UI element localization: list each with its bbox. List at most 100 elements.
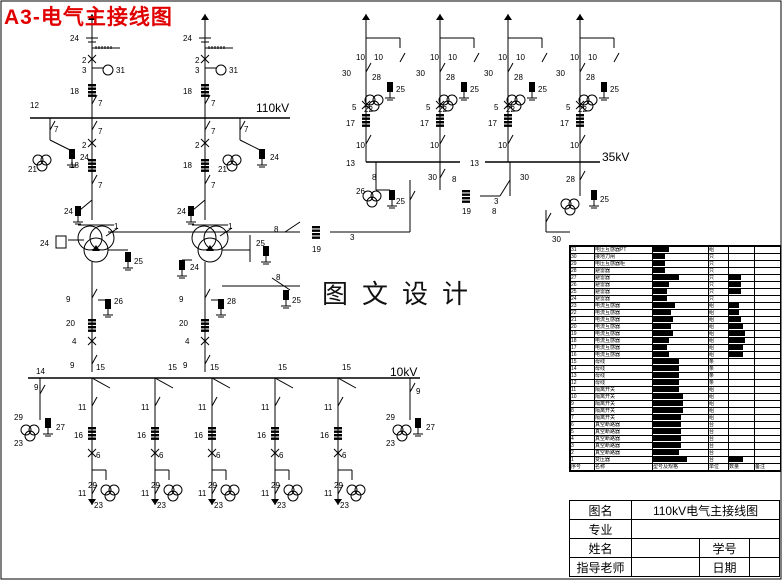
ref-number: 7 — [211, 127, 216, 136]
bom-name: 母线 — [594, 358, 653, 366]
ct-coil — [208, 437, 216, 440]
ref-number: 24 — [190, 263, 199, 272]
ref-number: 23 — [94, 501, 103, 510]
ref-number: 28 — [514, 73, 523, 82]
model-redacted — [653, 303, 675, 309]
model-redacted — [653, 408, 683, 414]
ref-number: 8 — [274, 225, 279, 234]
ct-coil — [201, 169, 209, 172]
bom-model — [652, 295, 709, 303]
ref-number: 24 — [270, 153, 279, 162]
pt-icon — [586, 94, 598, 106]
ref-number: 10 — [516, 53, 525, 62]
bom-no: 9 — [570, 400, 595, 408]
pt-icon — [582, 100, 594, 112]
bom-model — [652, 400, 709, 408]
ct-coil — [504, 121, 512, 124]
bom-model — [652, 337, 709, 345]
ref-number: 23 — [277, 501, 286, 510]
pt-icon — [560, 198, 572, 210]
ref-number: 10 — [588, 53, 597, 62]
bom-unit: 组 — [708, 407, 729, 415]
arrester-icon — [188, 206, 194, 216]
qty-redacted — [729, 303, 739, 309]
arrester-icon — [45, 418, 51, 428]
wire — [91, 396, 98, 407]
ref-number: 25 — [256, 239, 265, 248]
arrow-icon — [576, 14, 584, 20]
model-redacted — [653, 401, 683, 407]
ref-number: 29 — [14, 413, 23, 422]
wire — [499, 179, 511, 197]
model-redacted — [653, 359, 679, 365]
ct-coil — [362, 121, 370, 124]
model-redacted — [653, 310, 671, 316]
bom-name: 电压互感器PT — [594, 246, 653, 254]
arrow-icon — [201, 14, 209, 20]
bom-name: 变压器 — [594, 456, 653, 464]
wire — [204, 174, 211, 185]
bom-qty — [728, 316, 755, 324]
bom-note — [754, 281, 781, 289]
bom-model — [652, 316, 709, 324]
ref-number: 24 — [177, 207, 186, 216]
pt-icon — [370, 190, 382, 202]
ref-number: 5 — [426, 103, 431, 112]
wire — [439, 62, 446, 73]
ref-number: 3 — [82, 66, 87, 75]
bom-model — [652, 288, 709, 296]
wire — [91, 484, 98, 495]
mv-bus-label: 35kV — [602, 150, 630, 164]
ref-number: 10 — [356, 141, 365, 150]
bom-name: 隔离开关 — [594, 407, 653, 415]
bom-note — [754, 316, 781, 324]
arrester-icon — [591, 190, 597, 200]
bom-qty — [728, 386, 755, 394]
pt-icon — [220, 484, 232, 496]
bom-qty — [728, 393, 755, 401]
bom-no: 18 — [570, 337, 595, 345]
bom-note — [754, 442, 781, 450]
pt-icon — [36, 160, 48, 172]
ref-number: 16 — [257, 431, 266, 440]
ref-number: 30 — [484, 69, 493, 78]
ref-number: 29 — [208, 481, 217, 490]
bom-unit: 组 — [708, 351, 729, 359]
ref-number: 29 — [88, 481, 97, 490]
pt-icon — [446, 94, 458, 106]
wire — [204, 94, 211, 105]
bom-model — [652, 421, 709, 429]
pt-icon — [442, 100, 454, 112]
bom-no: 1 — [570, 456, 595, 464]
bom-note — [754, 365, 781, 373]
bom-unit: 只 — [708, 295, 729, 303]
bom-unit: 组 — [708, 386, 729, 394]
bom-name: 电流互感器 — [594, 302, 653, 310]
neutral-box — [55, 235, 67, 249]
wire — [337, 377, 357, 389]
ct-coil — [88, 91, 96, 94]
tb-student-label: 姓名 — [569, 538, 632, 558]
ref-number: 25 — [396, 85, 405, 94]
bom-model — [652, 260, 709, 268]
bom-qty — [728, 365, 755, 373]
pt-icon — [283, 484, 295, 496]
wire — [91, 94, 98, 105]
ref-number: 22 — [506, 105, 515, 114]
ref-number: 13 — [470, 159, 479, 168]
ref-number: 21 — [28, 165, 37, 174]
bom-no: 30 — [570, 253, 595, 261]
ct-coil — [88, 437, 96, 440]
ref-number: 9 — [416, 387, 421, 396]
wire — [154, 484, 161, 495]
bom-name: 电流互感器 — [594, 351, 653, 359]
ct-coil — [88, 319, 96, 322]
wire — [91, 120, 98, 131]
ct-coil — [271, 437, 279, 440]
